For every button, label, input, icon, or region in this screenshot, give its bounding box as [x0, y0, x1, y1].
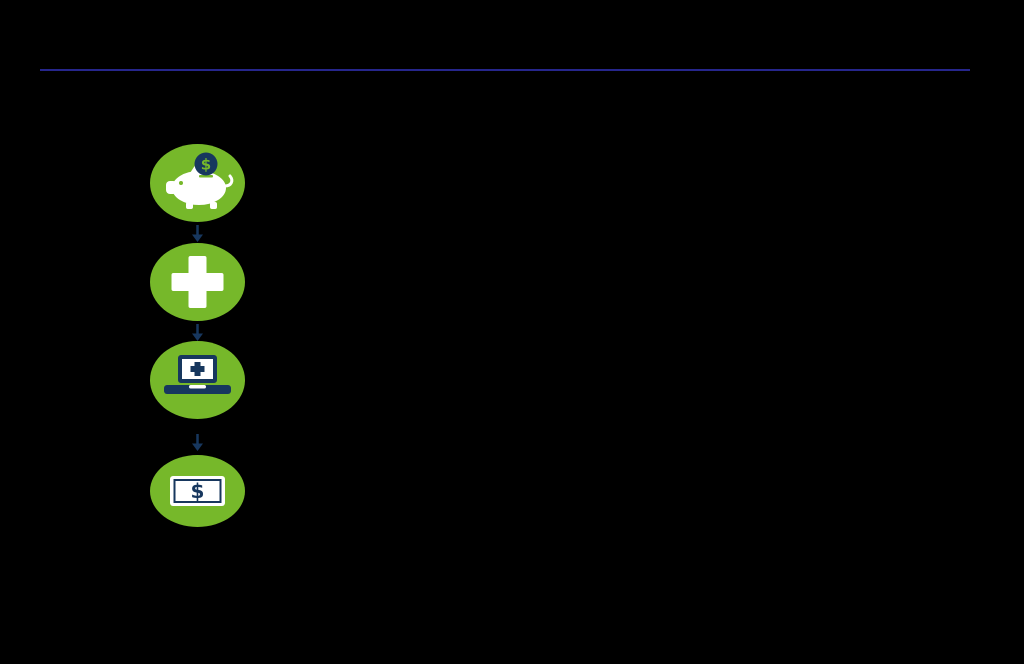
down-arrow-icon	[192, 225, 203, 242]
laptop-plus-icon	[150, 341, 245, 419]
bill-inner-border	[173, 479, 222, 503]
coin-dollar-sign: $	[201, 156, 211, 174]
pig-tail	[223, 174, 234, 188]
coin-icon	[194, 152, 218, 176]
pig-eye	[179, 181, 183, 185]
pig-body	[172, 171, 226, 205]
down-arrow-icon	[192, 324, 203, 341]
pig-snout	[166, 181, 177, 194]
down-arrow-icon	[192, 434, 203, 451]
laptop-base	[164, 385, 231, 394]
coin-slot	[199, 175, 213, 178]
bill-dollar-sign: $	[191, 479, 205, 503]
dollar-bill-icon: $	[150, 455, 245, 527]
pig-leg	[210, 202, 217, 209]
piggy-bank-icon: $	[150, 144, 245, 222]
screen-plus-icon	[190, 366, 205, 372]
laptop-notch	[189, 385, 206, 389]
cross-horizontal-bar	[171, 273, 224, 291]
pig-leg	[186, 202, 193, 209]
medical-cross-icon	[150, 243, 245, 321]
bill-outer	[170, 476, 225, 506]
top-divider-line	[40, 69, 970, 71]
